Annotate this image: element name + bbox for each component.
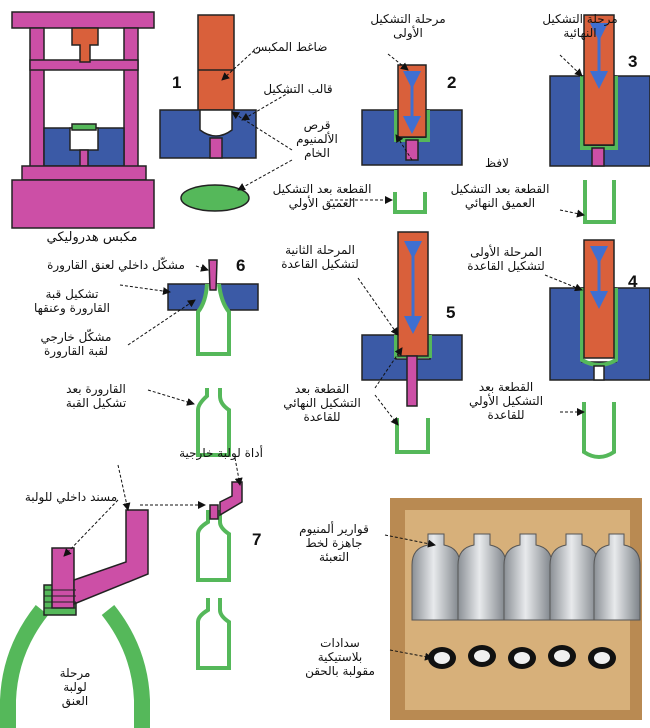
label-final-stage-title: مرحلة التشكيل النهائية bbox=[542, 12, 618, 40]
hydraulic-press bbox=[11, 11, 155, 229]
label-outer-former: مشكّل خارجي لقبة القارورة bbox=[40, 330, 112, 358]
step-number-3: 3 bbox=[628, 52, 638, 71]
step6-graphic bbox=[167, 259, 259, 457]
label-first-base-stage: المرحلة الأولى لتشكيل القاعدة bbox=[467, 245, 545, 273]
bottles-photo bbox=[390, 498, 642, 720]
label-part-after-initial-base: القطعة بعد التشكيل الأولي للقاعدة bbox=[468, 380, 544, 422]
step5-graphic bbox=[361, 231, 463, 454]
label-stage1-title: مرحلة التشكيل الأولى bbox=[370, 12, 446, 40]
label-plastic-caps: سدادات بلاستيكية مقولبة بالحقن bbox=[305, 636, 375, 678]
label-inner-thread-support: مسند داخلي للولبة bbox=[24, 490, 118, 504]
leader-lines bbox=[63, 46, 585, 661]
label-ready-bottles: قوارير ألمنيوم جاهزة لخط التعبئة bbox=[299, 522, 369, 564]
label-hydraulic-press: مكبس هدروليكي bbox=[46, 230, 138, 245]
label-neck-inner-former: مشكّل داخلي لعنق القارورة bbox=[47, 258, 185, 272]
label-press-punch: ضاغط المكبس bbox=[252, 40, 328, 54]
step7-graphic bbox=[196, 481, 243, 670]
step-number-5: 5 bbox=[446, 303, 456, 322]
label-part-after-initial-deep: القطعة بعد التشكيل العميق الأولي bbox=[272, 182, 372, 210]
step-number-4: 4 bbox=[628, 272, 638, 291]
step-number-7: 7 bbox=[252, 530, 262, 549]
label-second-base-stage: المرحلة الثانية لتشكيل القاعدة bbox=[281, 243, 359, 271]
neck-threading-large bbox=[0, 509, 150, 728]
label-die: قالب التشكيل bbox=[263, 82, 333, 96]
label-neck-threading-stage: مرحلة لولبة العنق bbox=[59, 666, 91, 708]
step-number-1: 1 bbox=[172, 73, 182, 92]
label-part-after-final-deep: القطعة بعد التشكيل العميق النهائي bbox=[450, 182, 550, 210]
step-number-2: 2 bbox=[447, 73, 457, 92]
step-number-6: 6 bbox=[236, 256, 246, 275]
label-disc: قرص الألمنيوم الخام bbox=[296, 118, 338, 160]
label-bottle-after-dome: القارورة بعد تشكيل القبة bbox=[65, 382, 127, 410]
label-ejector: لافظ bbox=[485, 156, 509, 170]
label-outer-thread-tool: أداة لولبة خارجية bbox=[179, 446, 263, 460]
label-part-after-final-base: القطعة بعد التشكيل النهائي للقاعدة bbox=[283, 382, 361, 424]
label-dome-forming: تشكيل قبة القارورة وعنقها bbox=[33, 287, 111, 315]
